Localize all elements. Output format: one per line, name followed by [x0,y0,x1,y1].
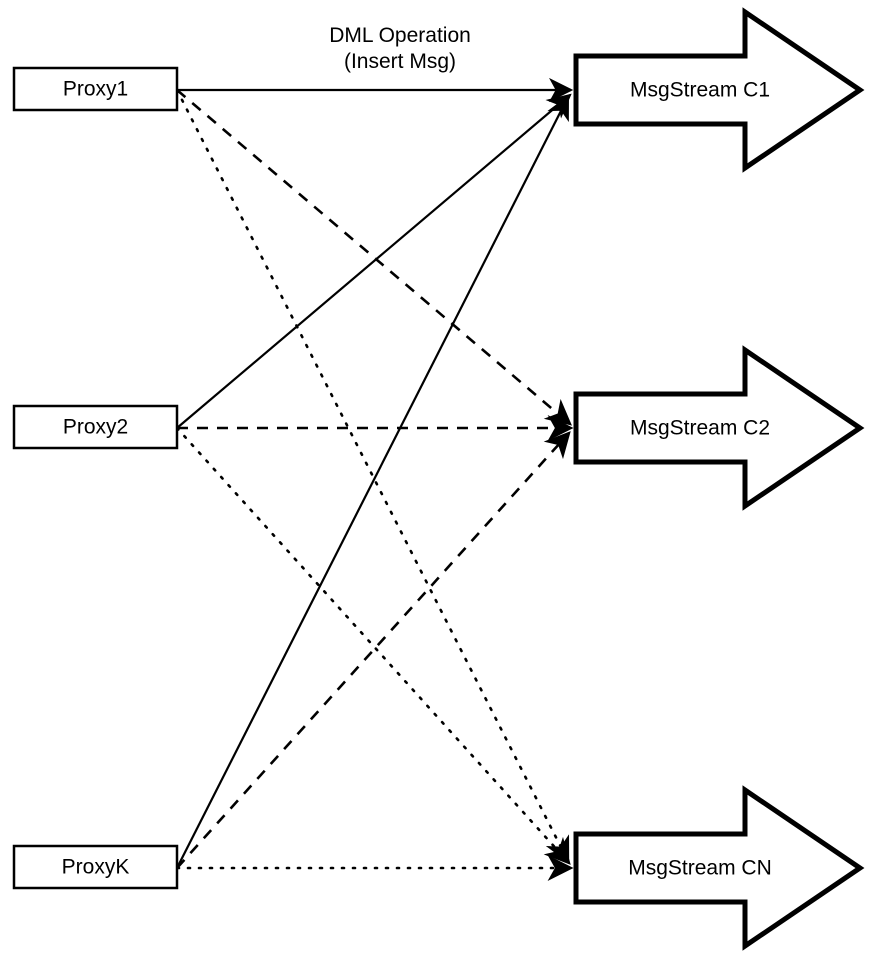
proxy-label-proxyk: ProxyK [62,856,130,879]
block-arrow-shape-cn[interactable] [573,785,865,951]
proxy-box-proxy2[interactable] [12,404,179,450]
edge-proxyk-to-stream-c1 [176,95,569,869]
stream-node-c2[interactable]: MsgStream C2 [573,345,865,511]
block-arrow-shape-c1[interactable] [573,7,865,173]
proxy-nodes-layer: Proxy1 Proxy2 ProxyK [12,66,179,890]
proxy-node-proxyk[interactable]: ProxyK [12,844,179,890]
block-arrow-shape-c2[interactable] [573,345,865,511]
edge-proxy2-to-stream-c1 [176,93,572,429]
proxy-label-proxy1: Proxy1 [63,78,128,101]
stream-node-c1[interactable]: MsgStream C1 [573,7,865,173]
edge-caption: DML Operation (Insert Msg) [329,24,471,73]
proxy-box-proxyk[interactable] [12,844,179,890]
edge-proxy1-to-stream-c2 [176,89,572,426]
edges-layer [175,77,574,881]
stream-label-c2: MsgStream C2 [630,417,770,440]
proxy-node-proxy1[interactable]: Proxy1 [12,66,179,112]
stream-label-c1: MsgStream C1 [630,79,770,102]
edge-caption-line2: (Insert Msg) [344,50,456,73]
edge-proxy1-to-stream-cn [175,88,570,864]
edge-proxy2-to-stream-cn [175,426,571,865]
proxy-box-proxy1[interactable] [12,66,179,112]
edge-caption-line1: DML Operation [329,24,471,47]
stream-node-cn[interactable]: MsgStream CN [573,785,865,951]
proxy-node-proxy2[interactable]: Proxy2 [12,404,179,450]
edge-proxyk-to-stream-c2 [176,431,571,869]
stream-nodes-layer: MsgStream C1 MsgStream C2 MsgStream CN [573,7,865,951]
proxy-label-proxy2: Proxy2 [63,416,128,439]
stream-label-cn: MsgStream CN [628,857,772,880]
